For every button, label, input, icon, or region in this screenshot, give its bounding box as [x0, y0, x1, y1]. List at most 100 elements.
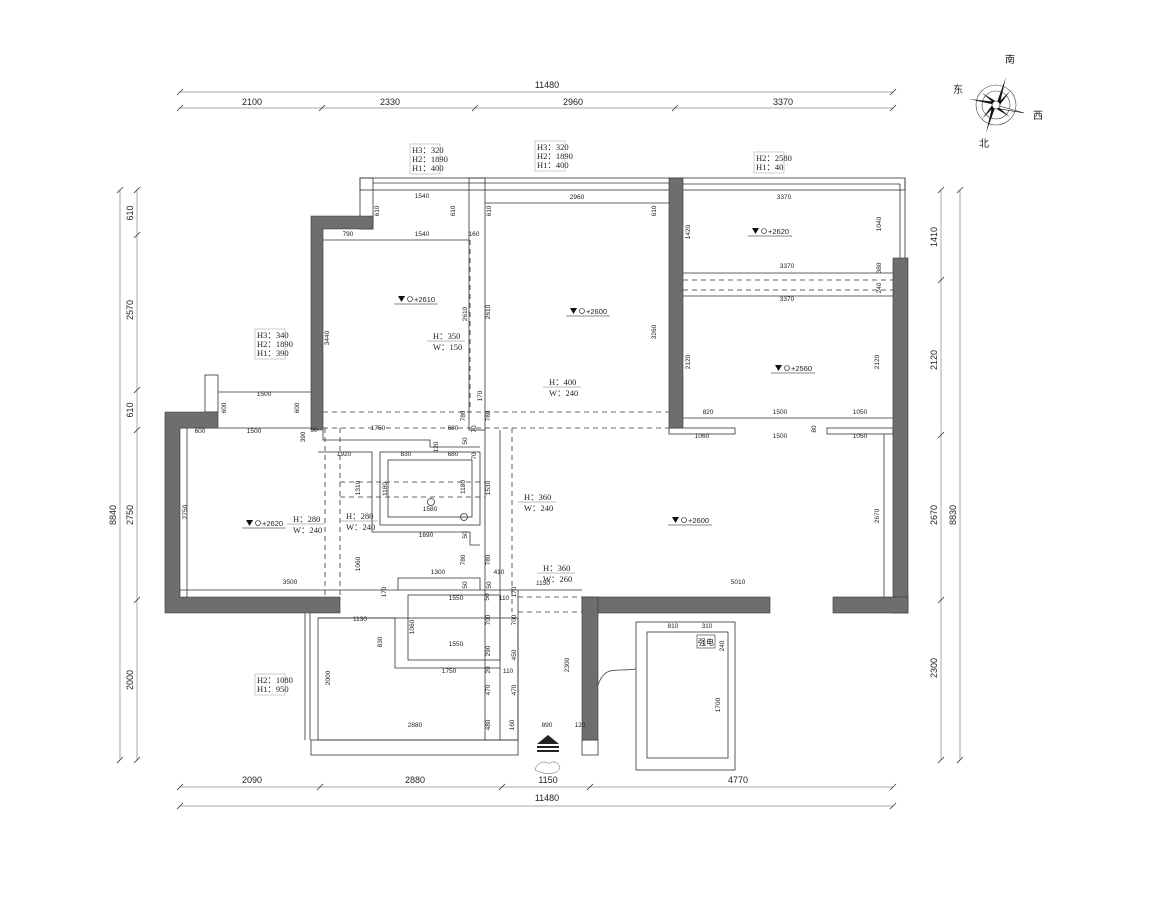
- elevation-value: +2560: [791, 364, 812, 373]
- dimension-label: 820: [703, 409, 714, 416]
- dimension-label: 3370: [777, 194, 792, 201]
- dimension-label: 50: [462, 581, 469, 589]
- elevation-marker: +2560: [771, 364, 815, 374]
- dimension-label: 1550: [449, 641, 464, 648]
- dimension-label: 1040: [876, 216, 883, 231]
- dimension-label: 1750: [371, 425, 386, 432]
- right-segment-dimension: 2120: [929, 350, 939, 370]
- bottom-segment-dimension: 2090: [242, 775, 262, 785]
- dimension-label: 120: [575, 722, 586, 729]
- dimension-ticks: [116, 88, 964, 810]
- electrical-panel-label: 强电: [698, 637, 714, 647]
- compass-south: 南: [1005, 53, 1015, 66]
- dimension-label: 890: [542, 722, 553, 729]
- top-segment-dimension: 2330: [380, 97, 400, 107]
- dimension-label: 1130: [353, 616, 367, 623]
- dimension-label: 2610: [485, 304, 492, 319]
- right-segment-dimension: 2670: [929, 505, 939, 525]
- dimension-label: 610: [374, 205, 381, 216]
- dimension-label: 600: [294, 402, 301, 413]
- dimension-label: 160: [469, 231, 480, 238]
- elevation-marker: +2610: [394, 295, 438, 305]
- elevation-marker: +2600: [566, 307, 610, 317]
- dimension-label: 610: [486, 205, 493, 216]
- dimension-label: 680: [448, 425, 459, 432]
- level-triangle-icon: [775, 365, 782, 371]
- dimension-label: 1750: [442, 668, 457, 675]
- dimension-label: 780: [460, 554, 467, 565]
- dimension-label: 50: [462, 531, 469, 539]
- wall: [164, 411, 341, 614]
- dimension-label: 2670: [874, 508, 881, 523]
- dimension-label: 1420: [685, 224, 692, 239]
- compass-west: 西: [1033, 111, 1043, 122]
- dimension-label: 1060: [695, 433, 710, 440]
- dimension-label: 160: [509, 719, 516, 730]
- left-dimensions: 610 2570 610 2750 2000 8840: [108, 205, 135, 690]
- right-segment-dimension: 2300: [929, 658, 939, 678]
- note-line: H2：1890: [412, 154, 448, 164]
- dimension-label: 2120: [874, 354, 881, 369]
- dimension-label: 120: [433, 441, 440, 452]
- bottom-total-dimension: 11480: [535, 793, 559, 803]
- dimension-label: 1500: [773, 409, 788, 416]
- dimension-label: 1530: [485, 480, 492, 495]
- dimension-label: 70: [471, 425, 478, 433]
- note-line: H：400: [549, 377, 576, 387]
- level-symbol-icon: [579, 308, 585, 314]
- level-symbol-icon: [761, 228, 767, 234]
- left-segment-dimension: 610: [125, 205, 135, 220]
- dimension-label: 1310: [355, 480, 362, 495]
- dimension-label: 50: [484, 593, 491, 601]
- dimension-label: 20: [485, 666, 492, 674]
- wall: [668, 177, 684, 429]
- note-line: H1：400: [537, 160, 569, 170]
- dimension-label: 1060: [409, 619, 416, 634]
- dimension-label: 1700: [715, 697, 722, 712]
- dimension-label: 700: [511, 614, 518, 625]
- right-total-dimension: 8830: [948, 505, 958, 525]
- note-line: H：280: [346, 511, 373, 521]
- dimension-label: 1060: [355, 556, 362, 571]
- note-line: H1：40: [756, 162, 783, 172]
- entrance-arrow-icon: [534, 735, 561, 774]
- dimension-label: 240: [719, 640, 726, 651]
- dimension-label: 1540: [415, 193, 430, 200]
- bottom-segment-dimension: 2880: [405, 775, 425, 785]
- dimension-label: 610: [450, 205, 457, 216]
- dimension-label: 600: [195, 428, 206, 435]
- elevation-value: +2610: [414, 295, 435, 304]
- elevation-marker: +2600: [668, 516, 712, 526]
- dimension-label: 790: [343, 231, 354, 238]
- dimension-label: 50: [486, 581, 493, 589]
- level-symbol-icon: [255, 520, 261, 526]
- dimension-label: 680: [448, 451, 459, 458]
- dimension-label: 780: [460, 410, 467, 421]
- dimension-label: 480: [485, 719, 492, 730]
- note-line: H2：1890: [257, 339, 293, 349]
- dimension-label: 2300: [564, 657, 571, 672]
- compass-icon: 南 东 西 北: [953, 53, 1043, 150]
- dimension-label: 1580: [423, 506, 438, 513]
- compass-north: 北: [979, 138, 989, 150]
- elevation-marker: +2620: [748, 227, 792, 237]
- overall-dimension-lines: [119, 91, 961, 807]
- left-segment-dimension: 2570: [125, 300, 135, 320]
- left-segment-dimension: 2000: [125, 670, 135, 690]
- dimension-label: 450: [511, 649, 518, 660]
- level-triangle-icon: [752, 228, 759, 234]
- dimension-label: 1540: [415, 231, 430, 238]
- note-line: H：360: [543, 563, 570, 573]
- dimension-label: 810: [668, 623, 679, 630]
- note-line: W：240: [549, 388, 578, 398]
- dimension-label: 170: [477, 390, 484, 401]
- dimension-label: 1500: [247, 428, 262, 435]
